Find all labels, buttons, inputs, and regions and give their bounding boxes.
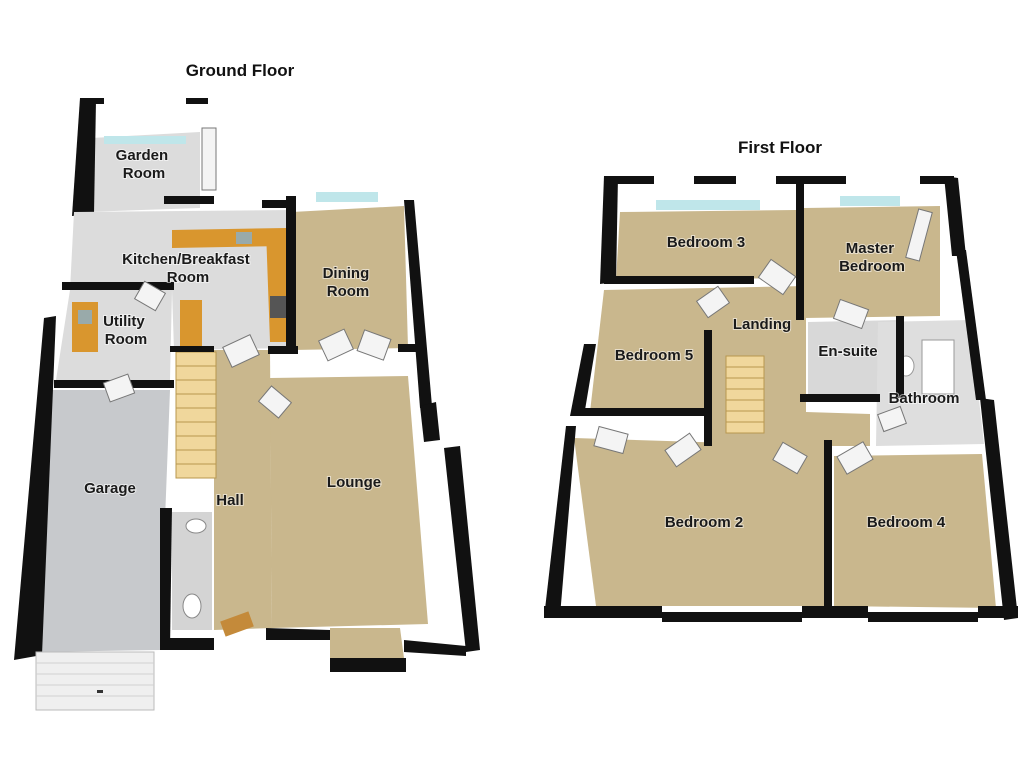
room-label-bathroom: Bathroom [889,390,960,407]
garden-room-window [104,136,186,144]
bedroom-4-floor [834,454,996,608]
garage-left-wall [14,316,56,660]
bedroom-2-floor [574,438,826,606]
room-label-hall: Hall [216,492,244,509]
garage-door [35,651,155,711]
first-floor-title: First Floor [738,138,822,157]
room-label-bedroom-2: Bedroom 2 [665,514,743,531]
bedroom-3-floor [616,210,796,280]
room-label-landing: Landing [733,316,791,333]
room-label-utility-room: Utility Room [103,313,149,348]
garage-door-panels [36,662,154,697]
master-bedroom-floor [804,206,940,318]
room-label-kitchen-breakfast-room: Kitchen/Breakfast Room [122,251,254,286]
kitchen-hob [270,296,286,318]
first-floor-plan: First Floor [544,138,1018,622]
garage-door-handle [97,690,103,693]
garden-room-wall-top-left [80,98,104,104]
room-label-en-suite: En-suite [818,343,877,360]
ground-floor-doors [102,280,392,637]
lounge-floor [270,376,428,628]
wc-basin [185,518,207,534]
utility-room-sink [78,310,92,324]
ground-floor-stairs [175,351,217,479]
hall-floor [214,350,272,630]
master-bedroom-window [840,196,900,206]
bedroom-3-window [656,200,760,210]
ground-floor-title: Ground Floor [186,61,295,80]
lounge-bay [330,628,404,660]
first-floor-doors [593,208,933,475]
bedroom-5-floor [590,288,708,412]
room-label-bedroom-4: Bedroom 4 [867,514,946,531]
room-label-garden-room: Garden Room [116,147,173,182]
room-label-bedroom-5: Bedroom 5 [615,347,693,364]
room-label-garage: Garage [84,480,136,497]
room-label-bedroom-3: Bedroom 3 [667,234,745,251]
en-suite-floor [808,320,900,398]
dining-room-window [316,192,378,202]
room-label-master-bedroom: Master Bedroom [839,240,905,275]
room-label-dining-room: Dining Room [323,265,374,300]
garden-room-wall-top-right [186,98,208,104]
bathroom-bath [921,339,955,395]
garden-room-wall-left [72,98,96,216]
garden-room-floor [86,132,200,212]
dining-room-floor [292,206,408,350]
garden-room-door [201,127,217,191]
room-label-lounge: Lounge [327,474,381,491]
utility-room-counter [72,302,98,352]
kitchen-counter-top [172,228,286,248]
kitchen-sink [236,232,252,244]
front-door [220,611,254,637]
first-floor-walls [544,176,1018,622]
first-floor-stairs [725,355,765,434]
wc-toilet [182,593,202,619]
ground-floor-plan: Ground Floor [14,61,480,711]
garage-floor [38,390,170,652]
kitchen-island [180,300,202,346]
